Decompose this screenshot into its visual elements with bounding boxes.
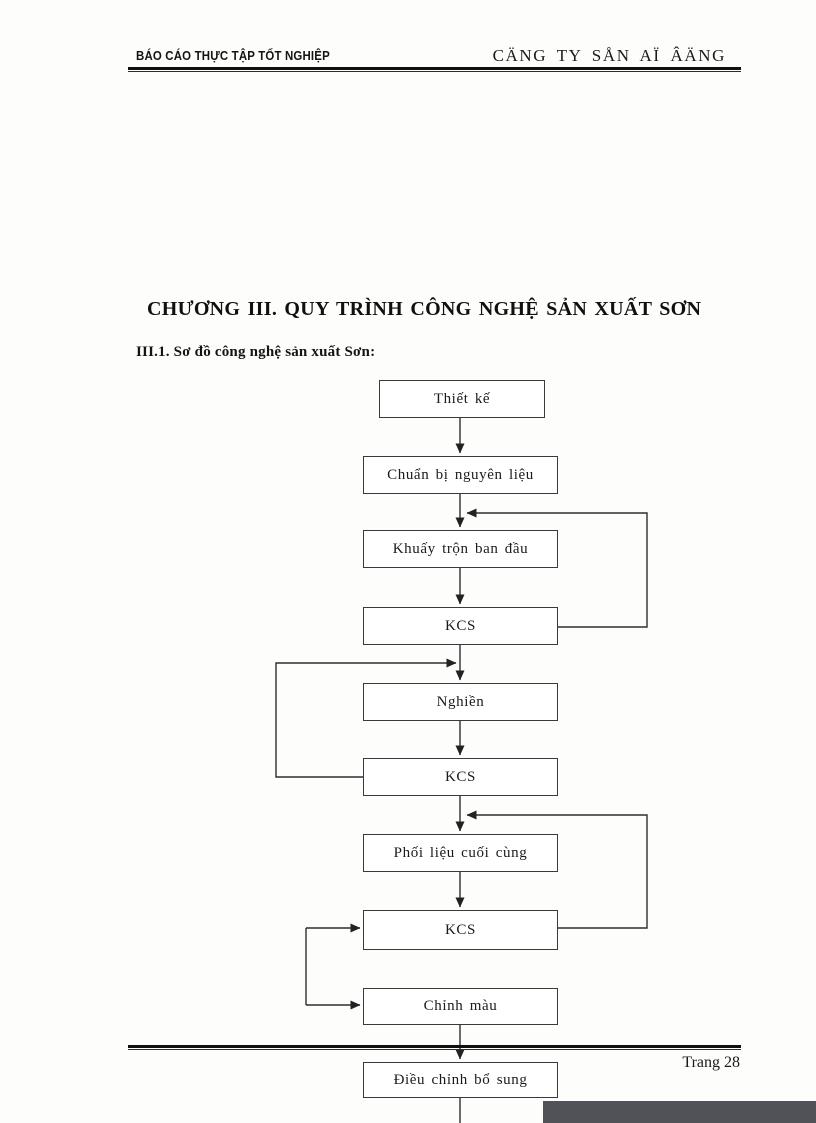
flow-box-label: Chỉnh màu [423,998,498,1014]
flow-box-label: KCS [445,617,476,634]
flow-box-kcs-1: KCS [363,607,558,645]
flow-box-dieu-chinh-bo-sung: Điều chỉnh bổ sung [363,1062,558,1098]
flow-box-label: Thiết kế [433,390,491,407]
flow-box-label: Điều chỉnh bổ sung [393,1071,528,1088]
page-number: Trang 28 [682,1054,740,1071]
flow-box-chinh-mau: Chỉnh màu [363,988,558,1025]
flow-box-label: KCS [445,768,476,785]
footer-rule [128,1045,741,1050]
flow-box-phoi-lieu-cuoi-cung: Phối liệu cuối cùng [363,834,558,872]
flow-box-kcs-2: KCS [363,758,558,796]
flow-box-label: KCS [445,921,476,938]
flow-box-label: Chuẩn bị nguyên liệu [387,466,534,483]
flow-box-khuay-tron-ban-dau: Khuấy trộn ban đầu [363,530,558,568]
flow-box-chuan-bi-nguyen-lieu: Chuẩn bị nguyên liệu [363,456,558,494]
bottom-dark-bar [543,1101,816,1123]
header-left-text: BÁO CÁO THỰC TẬP TỐT NGHIỆP [136,48,330,63]
flow-box-thiet-ke: Thiết kế [379,380,545,418]
section-heading: III.1. Sơ đồ công nghệ sản xuất Sơn: [136,344,376,360]
flow-box-kcs-3: KCS [363,910,558,950]
flow-box-label: Nghiền [436,693,485,710]
header-rule [128,67,741,72]
header-right-text: CÄNG TY SÅN AÏ ÂÄNG [492,46,726,65]
flow-box-label: Phối liệu cuối cùng [393,844,528,861]
page-title: CHƯƠNG III. QUY TRÌNH CÔNG NGHỆ SẢN XUẤT… [147,298,702,320]
flow-box-nghien: Nghiền [363,683,558,721]
flow-box-label: Khuấy trộn ban đầu [392,540,529,557]
